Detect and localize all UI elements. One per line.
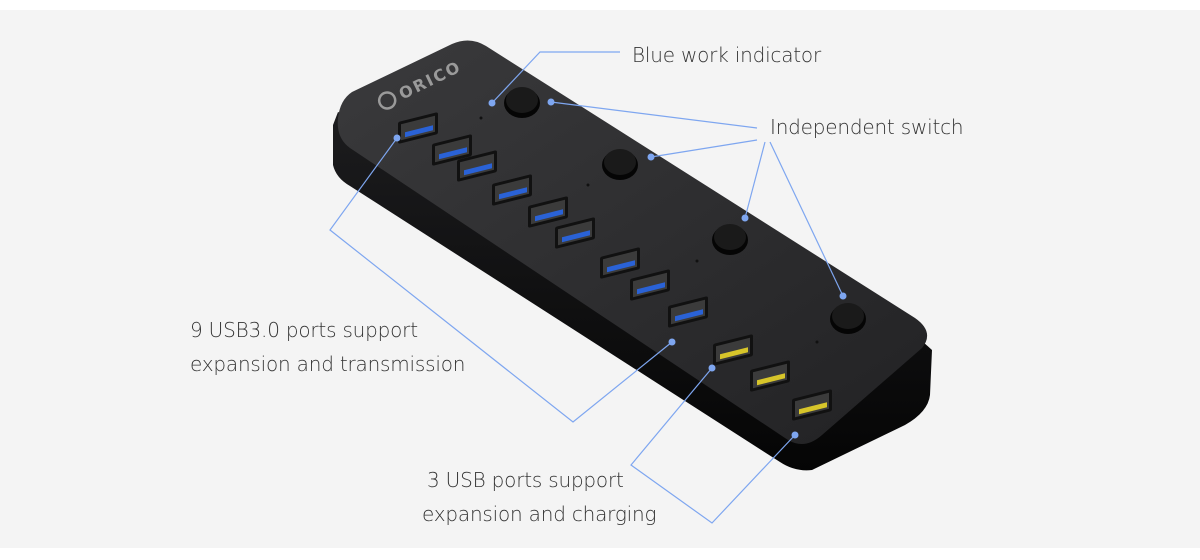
charging-port (792, 389, 832, 421)
callout-charging-line1: 3 USB ports support (427, 468, 624, 492)
usb3-port (668, 296, 708, 328)
callout-charging-ports: 3 USB ports support expansion and chargi… (422, 463, 656, 531)
usb3-port (432, 134, 472, 166)
callout-independent-switch: Independent switch (770, 115, 964, 139)
switch-line-2 (650, 139, 758, 158)
charging-port (713, 334, 753, 366)
callout-dot (668, 338, 676, 346)
callout-dot (839, 292, 847, 300)
work-indicator-led (479, 116, 483, 120)
usb3-port (555, 217, 595, 249)
usb3-port (630, 269, 670, 301)
callout-dot (708, 364, 716, 372)
work-indicator-led (815, 340, 819, 344)
work-indicator-led (586, 183, 590, 187)
usb3-port (398, 112, 438, 144)
independent-switch-button[interactable] (504, 87, 540, 118)
callout-usb3-ports: 9 USB3.0 ports support expansion and tra… (190, 313, 465, 381)
callout-blue-work-indicator: Blue work indicator (632, 43, 821, 67)
blue-indicator-line (491, 51, 620, 104)
usb3-port (600, 247, 640, 279)
charging-port (750, 360, 790, 392)
switch-line-1 (550, 101, 758, 129)
callout-dot (647, 153, 655, 161)
switch-line-4 (769, 141, 844, 297)
usb3-port (492, 174, 532, 206)
charging-line (630, 367, 796, 524)
independent-switch-button[interactable] (602, 149, 638, 180)
callout-dot (393, 134, 401, 142)
usb3-line (329, 137, 673, 423)
independent-switch-button[interactable] (712, 224, 748, 255)
work-indicator-led (695, 259, 699, 263)
callout-dot (488, 99, 496, 107)
callout-dot (547, 98, 555, 106)
callout-dot (791, 431, 799, 439)
hub-top-face (337, 40, 928, 444)
usb3-port (457, 150, 497, 182)
switch-line-3 (744, 141, 766, 219)
independent-switch-button[interactable] (830, 303, 866, 334)
callout-charging-line2: expansion and charging (422, 502, 657, 526)
callout-usb3-line1: 9 USB3.0 ports support (190, 318, 418, 342)
callout-dot (741, 214, 749, 222)
callout-usb3-line2: expansion and transmission (190, 352, 466, 376)
usb3-port (528, 196, 568, 228)
